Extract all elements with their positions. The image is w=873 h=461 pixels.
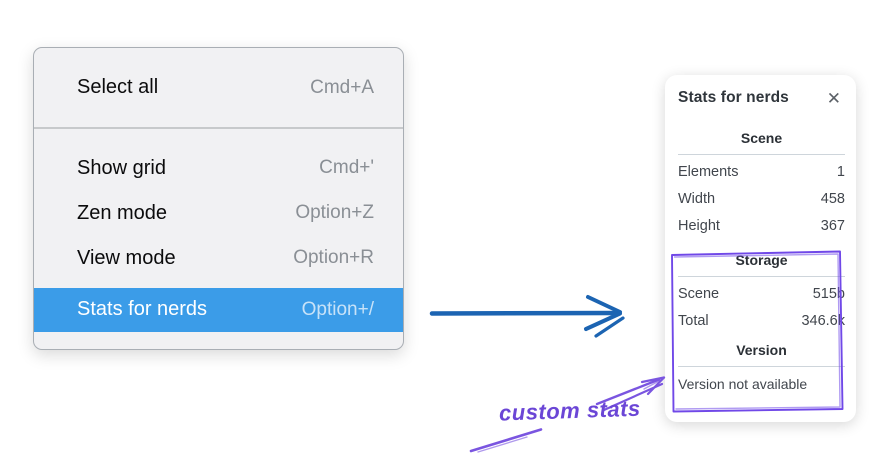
- stats-panel: Stats for nerds ✕ Scene Elements 1 Width…: [665, 75, 856, 422]
- menu-item-label: View mode: [77, 246, 176, 269]
- stat-row-height: Height 367: [678, 212, 845, 239]
- storage-rows: Scene 515b Total 346.6k: [678, 280, 845, 334]
- annotation-text: custom stats: [498, 395, 642, 426]
- stat-value: 458: [820, 190, 845, 207]
- stats-panel-header: Stats for nerds ✕: [678, 86, 845, 110]
- section-divider: [678, 276, 845, 277]
- section-divider: [678, 366, 845, 367]
- stat-label: Total: [678, 312, 709, 329]
- menu-item-shortcut: Cmd+A: [310, 76, 374, 98]
- section-heading-version: Version: [736, 342, 787, 358]
- menu-item-zen-mode[interactable]: Zen mode Option+Z: [34, 191, 403, 236]
- menu-item-select-all[interactable]: Select all Cmd+A: [34, 48, 403, 127]
- stat-row-scene-storage: Scene 515b: [678, 280, 845, 307]
- close-icon[interactable]: ✕: [823, 89, 845, 108]
- stat-label: Width: [678, 190, 716, 207]
- menu-item-label: Show grid: [77, 156, 166, 179]
- stat-label: Elements: [678, 163, 739, 180]
- menu-item-shortcut: Option+Z: [295, 202, 374, 223]
- stat-value: 515b: [812, 285, 845, 302]
- section-heading-scene: Scene: [740, 130, 783, 146]
- stat-value: 1: [836, 163, 845, 180]
- menu-item-view-mode[interactable]: View mode Option+R: [34, 236, 403, 281]
- menu-item-shortcut: Option+R: [293, 247, 374, 268]
- version-note: Version not available: [678, 376, 808, 392]
- scene-rows: Elements 1 Width 458 Height 367: [678, 158, 845, 239]
- menu-item-shortcut: Option+/: [301, 298, 374, 320]
- menu-item-label: Select all: [77, 76, 159, 98]
- menu-item-stats-for-nerds[interactable]: Stats for nerds Option+/: [34, 287, 403, 332]
- stat-row-elements: Elements 1: [678, 158, 845, 185]
- section-divider: [678, 154, 845, 155]
- menu-item-show-grid[interactable]: Show grid Cmd+': [34, 146, 403, 191]
- stat-row-width: Width 458: [678, 185, 845, 212]
- stats-panel-title: Stats for nerds: [678, 89, 789, 106]
- arrow-right-icon: [429, 295, 625, 338]
- menu-item-shortcut: Cmd+': [319, 157, 374, 178]
- stat-label: Scene: [678, 285, 720, 302]
- section-heading-storage: Storage: [735, 252, 788, 268]
- menu-divider: [34, 127, 403, 129]
- stat-value: 367: [820, 217, 845, 234]
- menu-item-label: Stats for nerds: [77, 298, 208, 320]
- menu-section: Show grid Cmd+' Zen mode Option+Z View m…: [34, 129, 403, 332]
- stat-value: 346.6k: [801, 312, 845, 329]
- stat-row-total-storage: Total 346.6k: [678, 307, 845, 334]
- stat-label: Height: [678, 217, 720, 234]
- menu-item-label: Zen mode: [77, 201, 168, 224]
- context-menu: Select all Cmd+A Show grid Cmd+' Zen mod…: [33, 47, 404, 350]
